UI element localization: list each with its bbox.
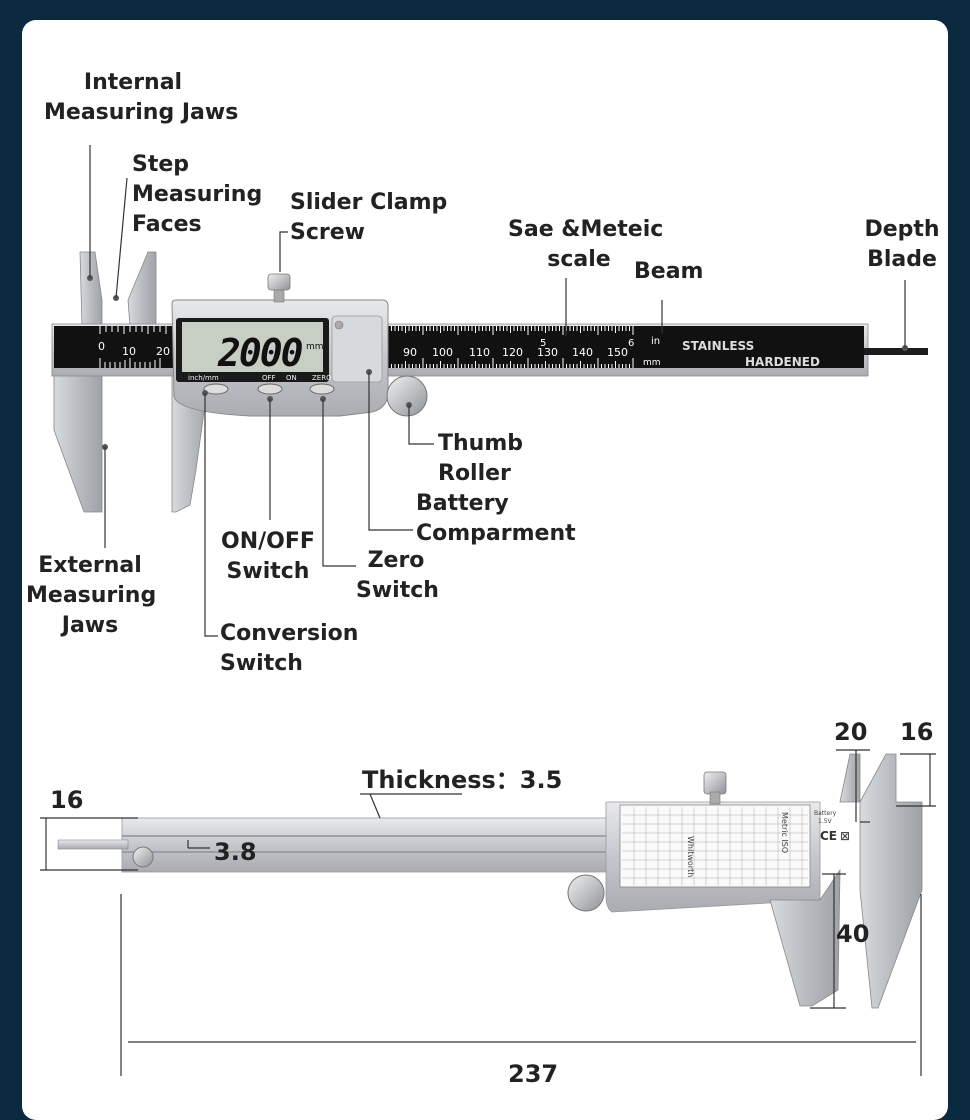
- back-clamp-screw: [703, 771, 727, 795]
- back-rivet: [132, 846, 154, 868]
- internal-jaw-moving: [127, 251, 157, 327]
- zero-button[interactable]: [309, 383, 335, 395]
- btn-label-inch-mm: inch/mm: [188, 374, 219, 382]
- weee-icon: ⊠: [840, 829, 850, 843]
- dim-jaw-height: 16: [900, 718, 934, 746]
- tick-90: 90: [403, 346, 417, 359]
- label-beam: Beam: [634, 259, 704, 284]
- dim-blade-thickness: 3.8: [214, 838, 257, 866]
- onoff-button[interactable]: [257, 383, 283, 395]
- depth-blade: [864, 348, 928, 355]
- tick-10: 10: [122, 345, 136, 358]
- lcd-value: 2000: [217, 331, 303, 375]
- plate-model: Metric ISO: [780, 812, 789, 853]
- dim-blade-height: 16: [50, 786, 84, 814]
- plate-whitworth: Whitworth: [686, 836, 695, 877]
- scale-ticks-left: [99, 326, 167, 368]
- lcd-unit: mm: [306, 342, 324, 352]
- tick-120: 120: [502, 346, 523, 359]
- internal-jaw-fixed: [79, 251, 103, 327]
- scale-ticks-right: [387, 326, 634, 368]
- tick-110: 110: [469, 346, 490, 359]
- unit-in: in: [651, 336, 660, 347]
- btn-label-on: ON: [286, 374, 297, 382]
- ce-mark: CE: [820, 829, 837, 843]
- tick-150: 150: [607, 346, 628, 359]
- inch-tick-5: 5: [540, 338, 546, 349]
- plate-battery-volt: 1.5V: [818, 818, 833, 825]
- external-jaw-fixed: [53, 367, 103, 513]
- back-thumb-roller: [567, 874, 605, 912]
- btn-label-off: OFF: [262, 374, 276, 382]
- battery-cover: [331, 315, 383, 383]
- caliper-front: 0 10 20 90 100 110 120 130 140 150 5 6 i…: [51, 251, 928, 513]
- dim-thickness: Thickness：3.5: [362, 766, 563, 794]
- thumb-roller[interactable]: [386, 375, 428, 417]
- unit-mm: mm: [643, 358, 661, 368]
- tick-100: 100: [432, 346, 453, 359]
- tick-130: 130: [537, 346, 558, 359]
- leader-lines: [89, 145, 906, 637]
- conversion-button[interactable]: [203, 383, 229, 395]
- clamp-screw-head: [267, 273, 291, 291]
- beam-text-stainless: STAINLESS: [682, 339, 754, 353]
- spec-plate: [619, 804, 811, 888]
- dim-overall-length: 237: [508, 1060, 559, 1088]
- tick-140: 140: [572, 346, 593, 359]
- dimension-lines: [40, 749, 936, 1076]
- dim-jaw-length: 40: [836, 920, 870, 948]
- tick-20: 20: [156, 345, 170, 358]
- btn-label-zero: ZERO: [312, 374, 332, 382]
- spec-table: [622, 807, 808, 885]
- back-jaw-moving-bottom: [769, 868, 841, 1007]
- lcd-screen: [182, 322, 323, 372]
- inch-tick-6: 6: [628, 338, 634, 349]
- back-depth-blade: [57, 839, 129, 850]
- plate-battery: Battery: [814, 810, 837, 817]
- caliper-back: Whitworth Metric ISO Battery 1.5V CE ⊠: [57, 753, 923, 1009]
- back-jaw-moving-top: [839, 753, 861, 803]
- beam-text-hardened: HARDENED: [745, 355, 820, 369]
- tick-0: 0: [98, 340, 105, 353]
- dim-jaw-width: 20: [834, 718, 868, 746]
- battery-screw: [334, 320, 344, 330]
- back-beam: [121, 817, 613, 873]
- back-jaw-fixed: [859, 753, 923, 1009]
